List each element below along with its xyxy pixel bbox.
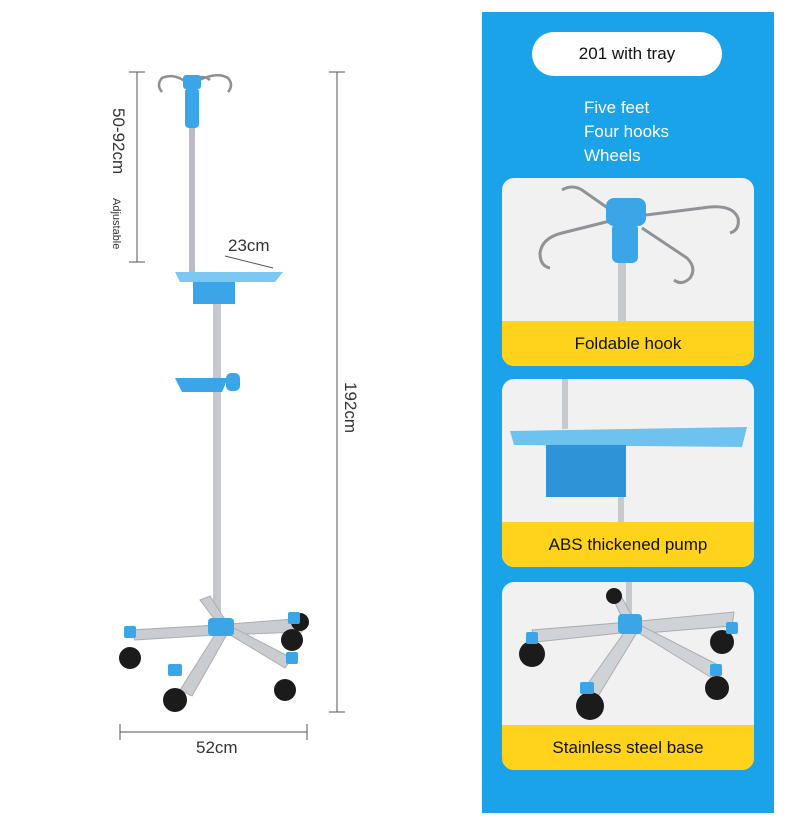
card-caption: Stainless steel base [502, 725, 754, 770]
iv-pole-illustration [119, 71, 345, 740]
feature-item: Wheels [584, 146, 641, 165]
feature-card-hook: Foldable hook [502, 178, 754, 366]
hook-head-icon [538, 185, 740, 321]
feature-panel: 201 with tray Five feet Four hooks Wheel… [482, 12, 774, 813]
tray-width-label: 23cm [228, 236, 270, 255]
feature-list: Five feet Four hooks Wheels [584, 96, 669, 168]
feature-card-base: Stainless steel base [502, 582, 754, 770]
feature-item: Four hooks [584, 122, 670, 141]
total-height-label: 192cm [341, 382, 360, 434]
product-diagram: 50-92cm Adjustable 23cm 192cm 52cm [109, 71, 360, 757]
tray-icon [510, 379, 747, 522]
model-pill: 201 with tray [532, 32, 722, 76]
feature-item: Five feet [584, 98, 650, 117]
card-caption: Foldable hook [502, 321, 754, 366]
card-caption: ABS thickened pump [502, 522, 754, 567]
adjustable-note: Adjustable [110, 198, 122, 250]
wheel-base-icon [519, 582, 738, 720]
base-width-label: 52cm [196, 738, 238, 757]
adjust-range-label: 50-92cm [109, 108, 128, 175]
feature-card-tray: ABS thickened pump [502, 379, 754, 567]
